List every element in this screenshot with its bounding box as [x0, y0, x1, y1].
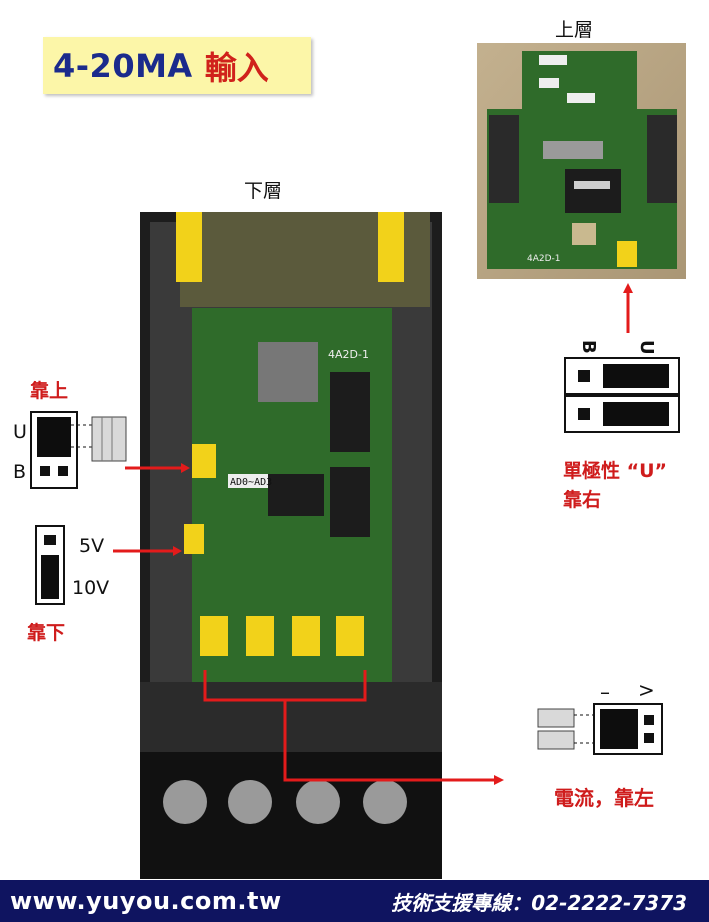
jumper-unipolar-diagram: B U	[564, 340, 680, 433]
footer-bar: www.yuyou.com.tw 技術支援專線：02-2222-7373	[0, 880, 709, 922]
jumper-volt-footer: 靠下	[27, 622, 66, 644]
current-caption: 電流，靠左	[554, 786, 654, 810]
upper-board-photo: 4A2D-1	[477, 43, 686, 279]
arrow-current-caption	[283, 700, 496, 782]
jumper-volt-5v: 5V	[79, 535, 105, 557]
jumper-current-diagram	[537, 703, 663, 755]
jumper-ub-b-label: B	[13, 461, 27, 483]
annotation-arrows	[113, 283, 633, 785]
jumper-ub-u-label: U	[13, 421, 27, 443]
title-main: 4-20MA	[53, 46, 193, 85]
unipolar-line1: 單極性 “U”	[563, 460, 668, 482]
lower-board-jumper-silk: AD0~AD3	[230, 477, 272, 488]
upper-board-silk: 4A2D-1	[527, 254, 561, 264]
title-accent: 輸入	[204, 48, 269, 87]
jumper-volt-10v: 10V	[72, 577, 110, 599]
unipolar-b-label: B	[578, 340, 599, 354]
jumper-ub-diagram	[30, 411, 127, 489]
unipolar-line2: 靠右	[563, 489, 602, 511]
current-minus-label: –	[600, 680, 610, 704]
lower-board-photo: AD0~AD3 4A2D-1	[140, 212, 442, 879]
unipolar-u-label: U	[636, 340, 657, 355]
current-gt-label: >	[638, 678, 655, 702]
jumper-ub-heading: 靠上	[30, 380, 69, 402]
bracket-current-jumpers	[203, 670, 367, 702]
lower-board-label: 下層	[244, 180, 283, 202]
title-banner: 4-20MA 輸入	[43, 37, 311, 94]
footer-support-phone: 技術支援專線：02-2222-7373	[391, 890, 687, 915]
upper-board-label: 上層	[555, 19, 594, 41]
lower-board-silk: 4A2D-1	[328, 348, 369, 361]
footer-url[interactable]: www.yuyou.com.tw	[10, 887, 282, 915]
jumper-volt-diagram	[35, 525, 65, 605]
